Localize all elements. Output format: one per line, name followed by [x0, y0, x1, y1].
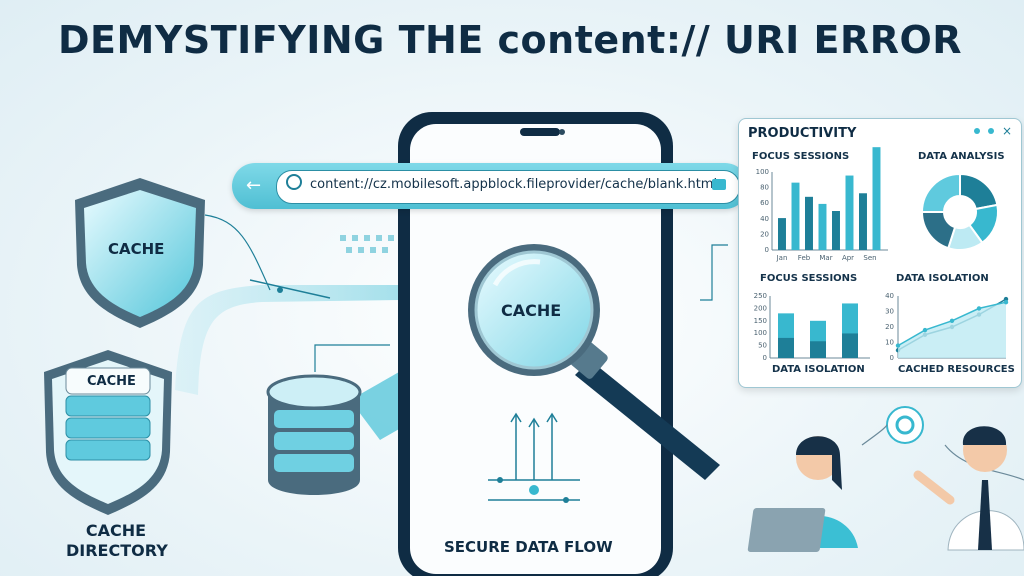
y-tick-label: 0 — [763, 354, 767, 362]
panel-focus-sessions-title: FOCUS SESSIONS — [752, 151, 850, 162]
y-tick-label: 250 — [754, 292, 767, 300]
y-tick-label: 100 — [756, 168, 769, 176]
y-tick-label: 10 — [885, 339, 894, 347]
url-input[interactable] — [276, 170, 740, 204]
y-tick-label: 100 — [754, 329, 767, 337]
close-icon[interactable]: × — [1002, 124, 1013, 138]
y-tick-label: 80 — [760, 184, 769, 192]
bar — [832, 211, 840, 250]
series-point — [1003, 296, 1009, 302]
line-area — [898, 302, 1006, 358]
y-tick-label: 0 — [890, 354, 894, 362]
lock-icon — [712, 179, 726, 190]
panel-data-isolation-caption: DATA ISOLATION — [772, 364, 865, 375]
bar-segment — [842, 333, 858, 358]
y-tick-label: 20 — [760, 230, 769, 238]
magnifier-handle — [575, 360, 720, 480]
series-point — [976, 306, 982, 311]
database-cylinder — [266, 374, 362, 495]
y-tick-label: 150 — [754, 317, 767, 325]
y-tick-label: 0 — [765, 246, 769, 254]
pie-slice — [920, 172, 961, 213]
pie-slice — [959, 172, 999, 211]
y-tick-label: 40 — [760, 215, 769, 223]
bar — [872, 147, 881, 250]
bar — [818, 203, 827, 250]
secure-data-flow-caption: SECURE DATA FLOW — [444, 538, 613, 556]
url-text: content://cz.mobilesoft.appblock.filepro… — [310, 177, 718, 192]
cache-stack-label: CACHE — [87, 374, 136, 389]
x-tick-label: Jan — [776, 254, 788, 262]
panel-focus-sessions-2-title: FOCUS SESSIONS — [760, 273, 858, 284]
server-stack — [65, 367, 151, 461]
window-dot-icon — [974, 128, 980, 134]
series-point — [1003, 300, 1009, 305]
bar-segment — [778, 337, 794, 358]
back-arrow-icon[interactable]: ← — [246, 175, 262, 196]
y-tick-label: 50 — [758, 342, 767, 350]
panel-cached-resources-caption: CACHED RESOURCES — [898, 364, 1015, 375]
y-tick-label: 40 — [885, 292, 894, 300]
directory-label-line2: DIRECTORY — [66, 541, 168, 560]
cache-directory-label: CACHE — [76, 521, 156, 540]
globe-icon — [286, 174, 302, 190]
panel-data-analysis-title: DATA ANALYSIS — [918, 151, 1005, 162]
people-illustration — [747, 406, 1024, 552]
y-tick-label: 20 — [885, 323, 894, 331]
bar — [805, 196, 813, 250]
y-tick-label: 60 — [760, 199, 769, 207]
pie-slice — [920, 211, 957, 250]
series-point — [895, 343, 901, 348]
bar — [859, 193, 867, 250]
x-tick-label: Feb — [798, 254, 811, 262]
series-point — [922, 327, 928, 333]
dashboard-title: PRODUCTIVITY — [748, 126, 857, 141]
x-tick-label: Apr — [842, 254, 854, 262]
x-tick-label: Mar — [819, 254, 832, 262]
magnifier-label: CACHE — [501, 301, 562, 320]
bar — [791, 182, 800, 250]
series-point — [949, 318, 955, 323]
page-title: DEMYSTIFYING THE content:// URI ERROR — [58, 18, 963, 62]
x-tick-label: Sen — [863, 254, 876, 262]
shield-label: CACHE — [108, 240, 165, 258]
y-tick-label: 30 — [885, 308, 894, 316]
panel-data-isolation-title: DATA ISOLATION — [896, 273, 989, 284]
y-tick-label: 200 — [754, 304, 767, 312]
bar — [845, 175, 854, 250]
window-dot-icon — [988, 128, 994, 134]
flow-ribbon-top — [175, 285, 400, 395]
bar-segment — [810, 341, 826, 358]
bar — [778, 218, 786, 250]
directory-label-line1: CACHE — [85, 521, 147, 540]
